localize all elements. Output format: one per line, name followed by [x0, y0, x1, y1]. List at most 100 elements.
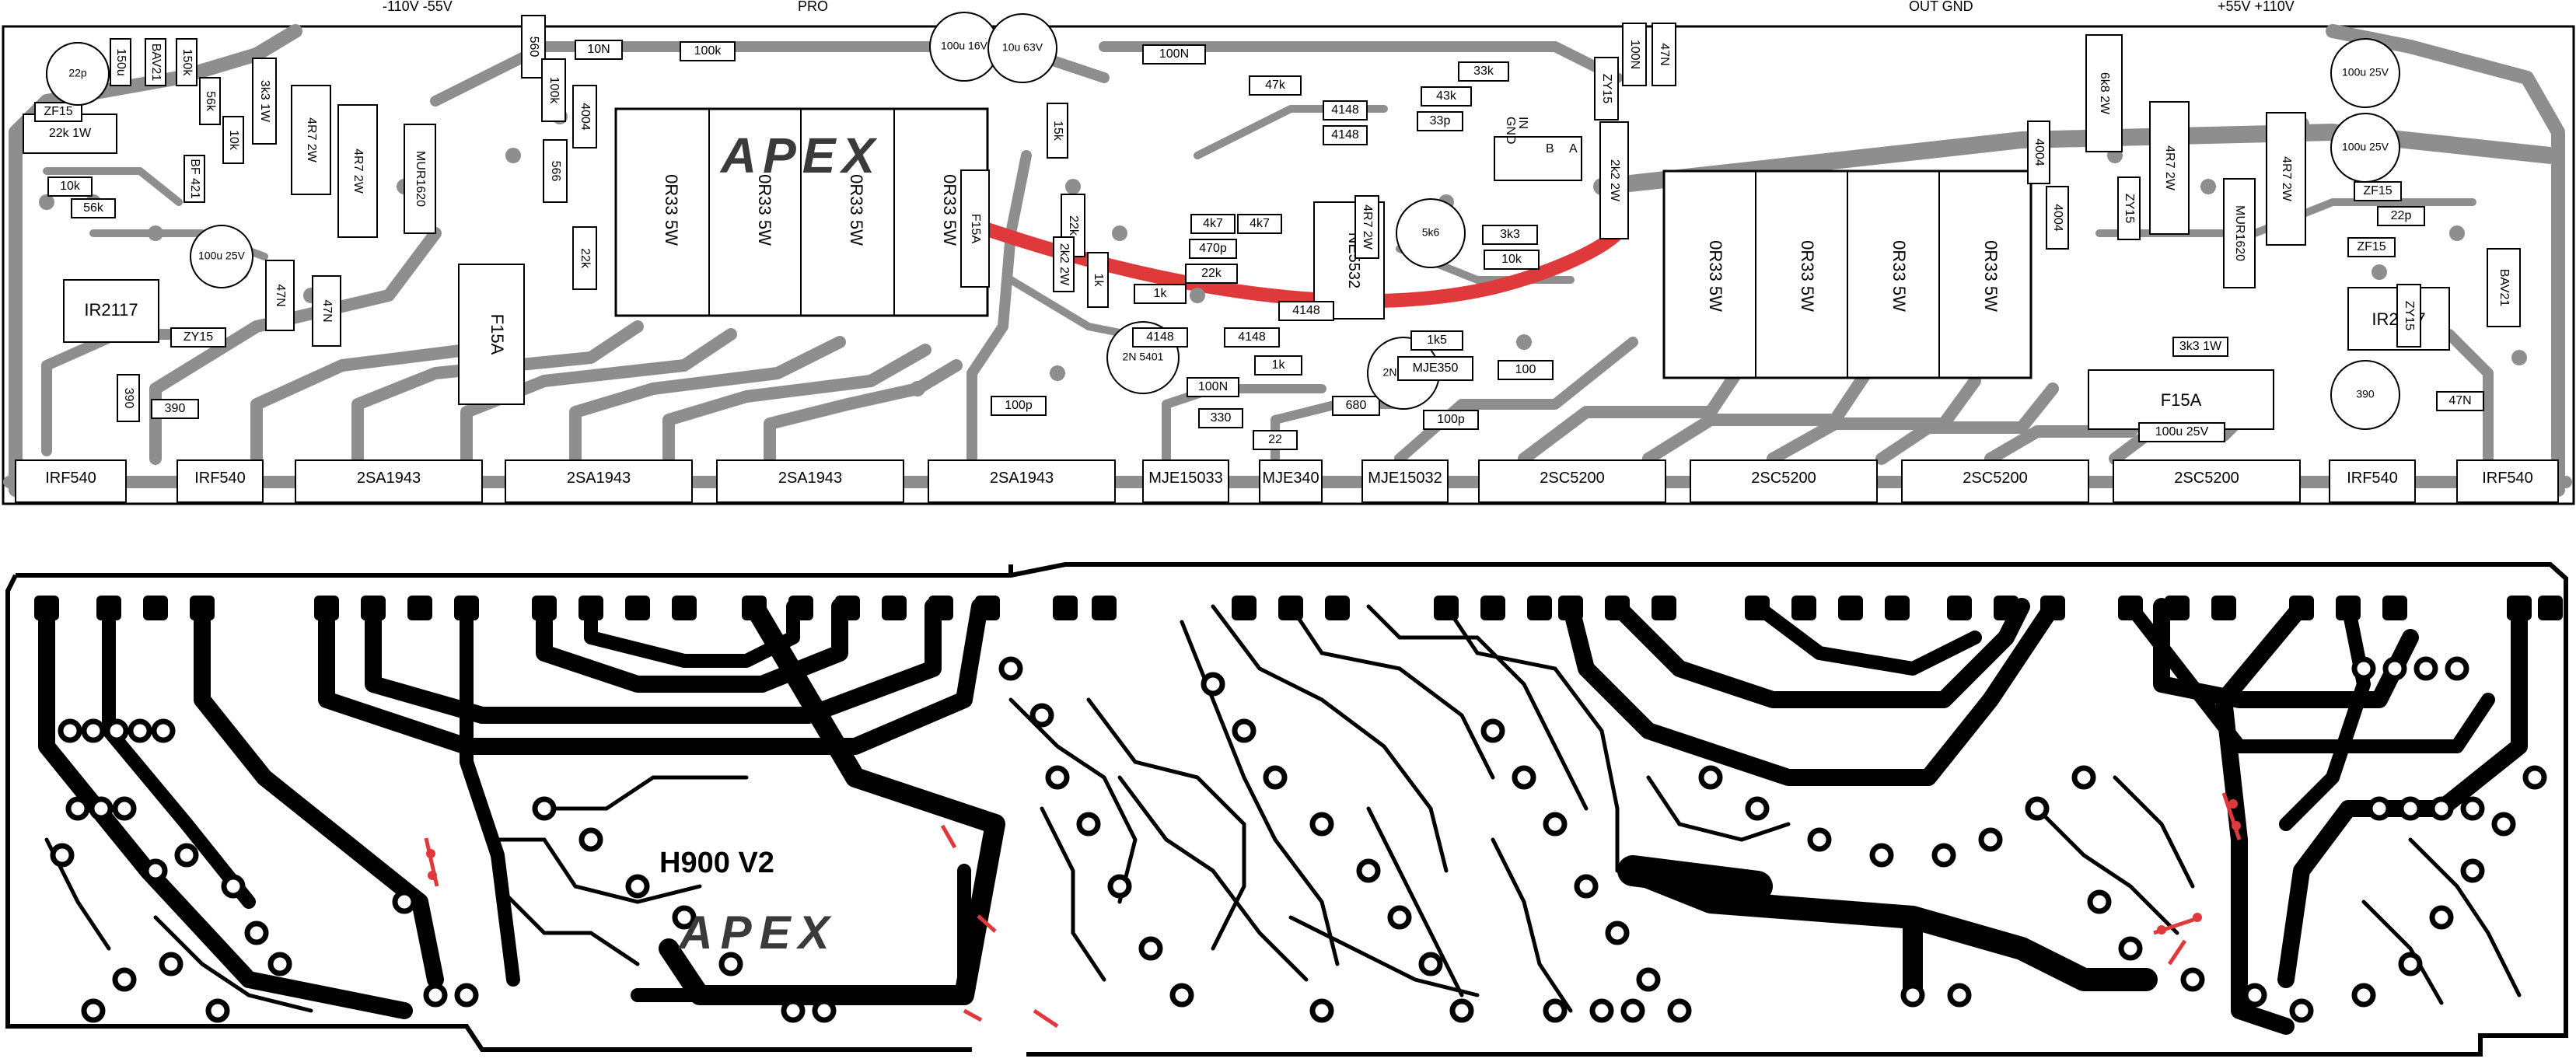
part-label: 22p: [2391, 209, 2412, 222]
part-label: 100p: [1437, 413, 1465, 426]
part-footprint: ZF15: [2347, 237, 2396, 257]
part-outline: [71, 198, 116, 218]
part-label: 22p: [68, 67, 87, 79]
solder-pad: [1527, 596, 1552, 620]
part-outline: [170, 327, 226, 348]
transistor-label: IRF540: [45, 470, 96, 487]
solder-pad: [2460, 858, 2485, 883]
part-outline: [1622, 23, 1647, 86]
part-footprint: 470p: [1189, 239, 1237, 259]
solder-pad: [2211, 596, 2236, 620]
component-side-view: IRF540 IRF540 2SA1943 2SA1943 2SA1943 2S…: [2, 12, 2575, 505]
solder-pad: [1029, 703, 1054, 728]
part-label: 100u 16V: [941, 40, 988, 52]
part-footprint: 4148: [1132, 327, 1188, 348]
part-footprint: 5k6: [1396, 198, 1466, 268]
solder-pad: [143, 596, 168, 620]
solder-pad: [2242, 983, 2267, 1008]
part-label: 100u 25V: [2155, 425, 2209, 438]
part-outline: [1423, 410, 1479, 430]
part-label: 4148: [1331, 103, 1359, 117]
solder-pad: [1309, 812, 1334, 837]
part-outline: [1458, 61, 1509, 82]
part-outline: [34, 102, 82, 122]
part-footprint: 4R7 2W: [2266, 112, 2306, 246]
solder-pad: [2429, 905, 2454, 930]
resistor-label: 0R33 5W: [755, 174, 774, 246]
solder-pad: [781, 998, 806, 1023]
part-outline: [1498, 360, 1554, 380]
part-outline: [1198, 408, 1243, 428]
solder-pad: [159, 952, 184, 976]
part-outline: [252, 58, 277, 145]
part-footprint: BF 421: [184, 155, 205, 203]
part-outline: [46, 42, 110, 106]
part-label: 100u 25V: [2342, 66, 2389, 79]
part-outline: [2172, 337, 2228, 357]
part-label: 390: [165, 402, 186, 415]
solder-pad: [2351, 656, 2376, 681]
model-name: H900 V2: [659, 847, 774, 879]
solder-pad: [532, 596, 557, 620]
part-outline: [541, 58, 566, 122]
part-outline: [987, 13, 1057, 83]
part-footprint: MJE350: [1397, 356, 1473, 381]
part-outline: [960, 169, 990, 288]
part-footprint: 330: [1198, 408, 1243, 428]
transistor-label: 2SC5200: [1963, 470, 2027, 487]
solder-pad: [835, 596, 860, 620]
part-label: 47k: [1265, 79, 1286, 92]
part-label: 1k: [1092, 274, 1105, 288]
part-footprint: ZY15: [2117, 176, 2141, 240]
part-footprint: 56k: [199, 77, 221, 125]
part-label: 100: [1515, 363, 1536, 376]
solder-pad: [1589, 998, 1614, 1023]
part-label: 4R7 2W: [2163, 145, 2176, 191]
solder-pad: [1138, 936, 1163, 961]
part-footprint: MUR1620: [2223, 178, 2256, 288]
resistor-label: 0R33 5W: [847, 174, 866, 246]
part-footprint: 47k: [1249, 75, 1302, 96]
part-footprint: 4004: [572, 85, 597, 148]
part-outline: [190, 225, 253, 288]
bottom-traces: [38, 596, 2528, 1035]
solder-pad: [50, 843, 75, 868]
solder-pad: [205, 998, 230, 1023]
part-outline: [1332, 396, 1380, 416]
solder-pad: [454, 983, 479, 1008]
solder-pad: [1574, 874, 1599, 899]
solder-pad: [1512, 765, 1536, 790]
part-footprint: 22k: [1185, 264, 1238, 284]
solder-pad: [1356, 858, 1381, 883]
part-footprint: 100N: [1142, 44, 1206, 65]
part-label: 10N: [587, 43, 610, 56]
part-outline: [145, 38, 166, 86]
part-footprint: 4148: [1323, 100, 1368, 121]
part-label: 47N: [274, 284, 287, 306]
part-label: 43k: [1436, 89, 1457, 103]
part-footprint: 47N: [1652, 23, 1676, 86]
solder-pad: [407, 596, 432, 620]
part-footprint: F15A: [960, 169, 990, 288]
resistor-label: 0R33 5W: [1798, 240, 1817, 312]
part-outline: [47, 176, 93, 197]
part-label: 100N: [1628, 40, 1641, 69]
part-outline: [2487, 248, 2521, 327]
part-outline: [1323, 100, 1368, 121]
part-outline: [1087, 252, 1109, 308]
part-label: 22k: [1201, 267, 1222, 280]
part-label: 4R7 2W: [2280, 156, 2293, 202]
part-outline: [291, 85, 331, 195]
solder-pad: [2522, 765, 2547, 790]
part-label: F15A: [969, 214, 982, 244]
part-footprint: 10u 63V: [987, 13, 1057, 83]
part-outline: [680, 41, 736, 61]
part-footprint: 22: [1253, 430, 1298, 450]
part-label: 1k: [1154, 287, 1168, 300]
part-outline: [1397, 356, 1473, 381]
part-outline: [1053, 236, 1075, 292]
ic-label: IR2117: [84, 300, 138, 320]
part-outline: [199, 77, 221, 125]
part-outline: [2046, 186, 2069, 250]
solder-pad: [1232, 718, 1257, 743]
